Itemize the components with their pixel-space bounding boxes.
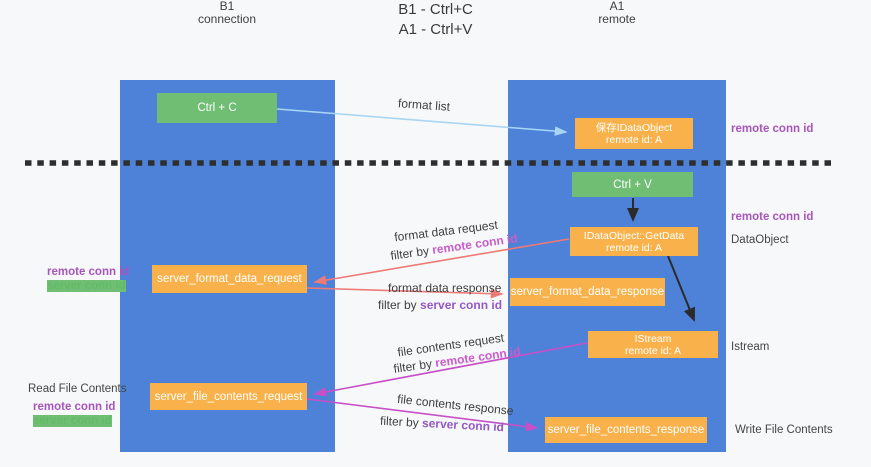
getdata-line1: IDataObject::GetData: [583, 229, 685, 242]
left-remote-conn-id-label-2: remote conn id: [33, 401, 116, 413]
save-dataobject-line2: remote id: A: [605, 133, 663, 146]
dataobject-label: DataObject: [731, 234, 789, 246]
read-file-contents-label: Read File Contents: [28, 383, 127, 395]
istream-side-label: Istream: [731, 341, 770, 353]
diagram-title: B1 - Ctrl+C A1 - Ctrl+V: [0, 0, 871, 40]
right-remote-conn-id-label-1: remote conn id: [731, 123, 814, 135]
save-dataobject-box: 保存IDataObject remote id: A: [575, 118, 693, 149]
format-data-request-arrow: [313, 238, 570, 285]
title-line-2: A1 - Ctrl+V: [398, 21, 473, 38]
right-column-name: A1: [609, 0, 625, 13]
getdata-box: IDataObject::GetData remote id: A: [570, 227, 698, 256]
left-remote-conn-id-label-1: remote conn id: [47, 266, 130, 278]
format-data-response-label: format data response: [388, 281, 502, 295]
left-column-role: connection: [197, 12, 257, 26]
filter-by-text: filter by: [378, 298, 421, 312]
server-conn-id-text: server conn id: [420, 298, 503, 312]
left-column-header: B1 connection: [157, 0, 297, 26]
right-remote-conn-id-label-2: remote conn id: [731, 211, 814, 223]
getdata-to-istream-arrow: [667, 255, 696, 322]
filter-by-text: filter by: [379, 413, 423, 430]
getdata-line2: remote id: A: [605, 241, 663, 254]
save-dataobject-line1: 保存IDataObject: [595, 121, 673, 134]
server-file-contents-request-box: server_file_contents_request: [150, 383, 307, 410]
left-server-conn-id-label-1: server conn id: [47, 280, 126, 292]
filter-by-server-label-1: filter by server conn id: [378, 298, 502, 312]
left-server-conn-id-label-2: server conn id: [33, 415, 112, 427]
ctrl-c-box: Ctrl + C: [157, 93, 277, 123]
right-column-header: A1 remote: [547, 0, 687, 26]
server-format-data-request-box: server_format_data_request: [152, 265, 307, 293]
istream-line2: remote id: A: [624, 344, 682, 357]
format-data-response-arrow: [306, 287, 504, 299]
istream-box: IStream remote id: A: [588, 331, 718, 358]
right-column-role: remote: [598, 12, 636, 26]
title-line-1: B1 - Ctrl+C: [398, 1, 473, 18]
file-contents-request-arrow: [313, 342, 588, 397]
left-column-name: B1: [219, 0, 235, 13]
file-contents-response-arrow: [306, 398, 539, 432]
ctrl-v-box: Ctrl + V: [572, 172, 693, 197]
write-file-contents-label: Write File Contents: [735, 424, 833, 436]
server-format-data-response-box: server_format_data_response: [510, 278, 665, 306]
istream-line1: IStream: [634, 332, 672, 345]
server-file-contents-response-box: server_file_contents_response: [545, 417, 707, 443]
format-list-arrow: [276, 108, 568, 136]
